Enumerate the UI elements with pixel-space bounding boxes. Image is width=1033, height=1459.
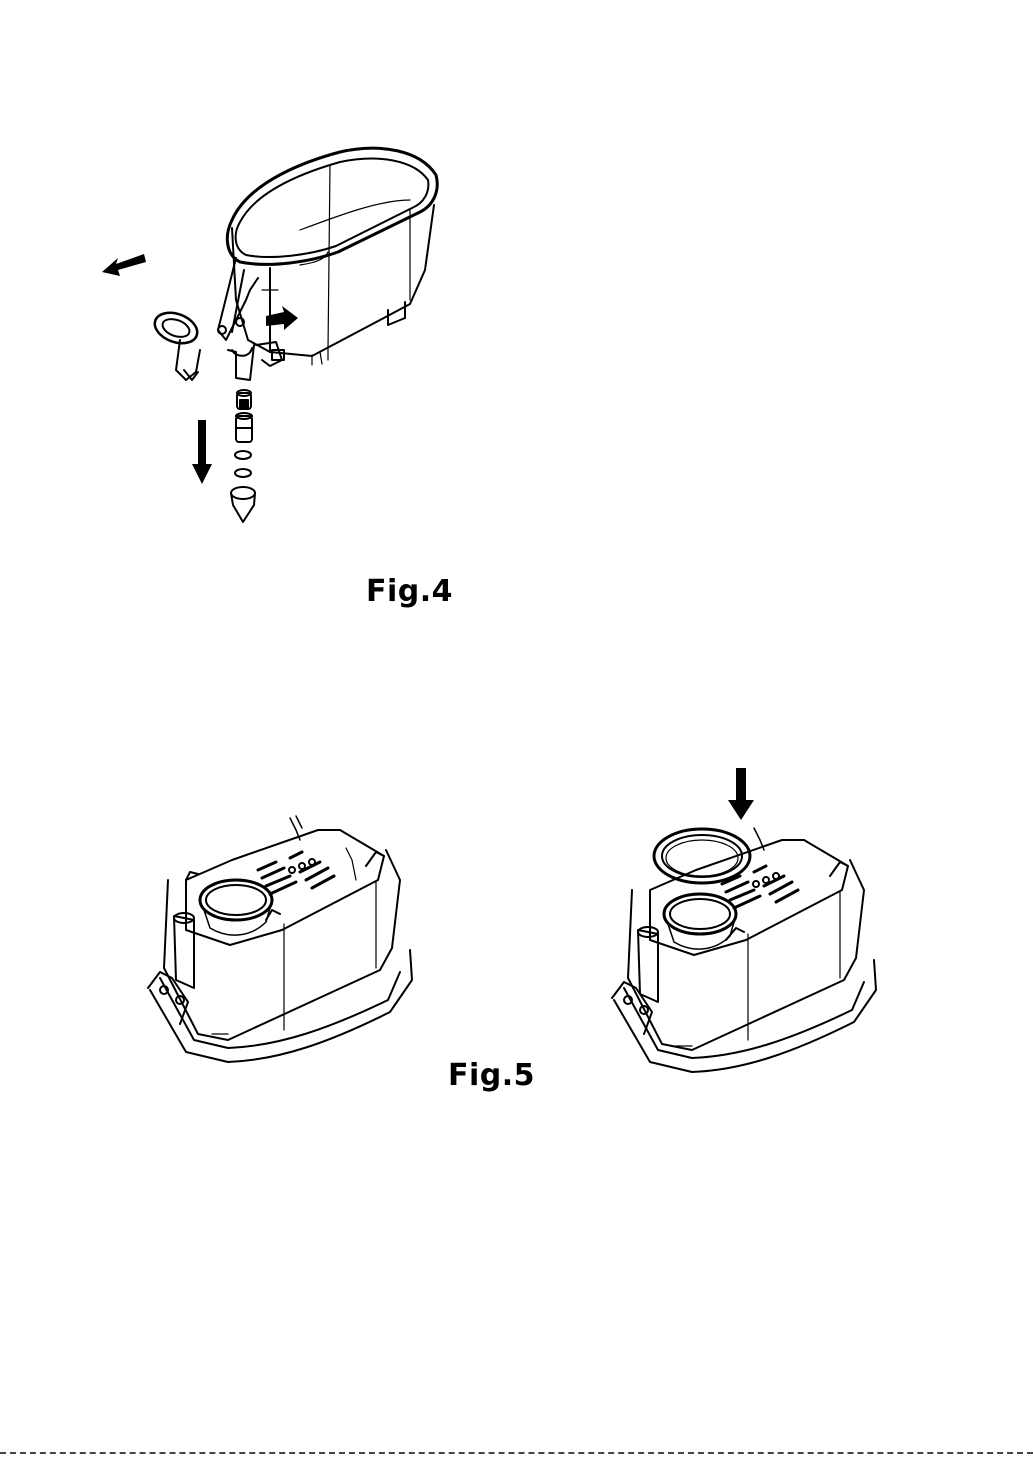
arrow-down-icon [728, 768, 754, 820]
figure-4-label: Fig.4 [366, 574, 453, 609]
tank-base-with-seal-illustration [612, 828, 876, 1072]
figure-5-label: Fig.5 [448, 1058, 535, 1093]
page-bottom-rule [0, 1452, 1033, 1454]
tank-base-illustration [148, 816, 412, 1062]
